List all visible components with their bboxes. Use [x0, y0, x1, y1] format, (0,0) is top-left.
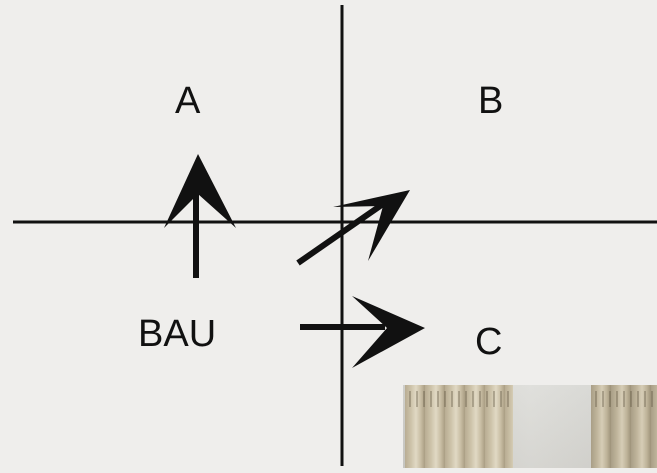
quadrant-label-a: A: [175, 80, 201, 122]
curtain-right: [591, 385, 657, 468]
arrow-to-a: [164, 154, 236, 278]
curtain-header-right: [595, 391, 655, 407]
curtain-header-left: [409, 391, 509, 407]
curtains-photo: [403, 385, 657, 468]
quadrant-label-b: B: [478, 80, 504, 122]
curtain-left: [405, 385, 513, 468]
origin-label-bau: BAU: [138, 313, 217, 355]
quadrant-label-c: C: [475, 321, 503, 363]
arrow-to-b: [296, 190, 410, 266]
arrow-to-c: [300, 296, 425, 368]
